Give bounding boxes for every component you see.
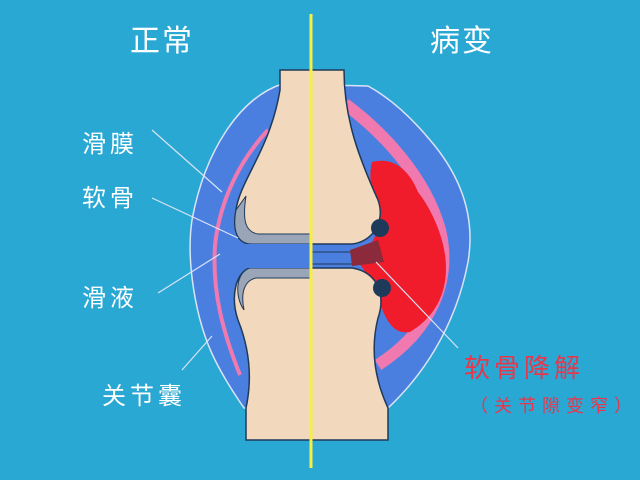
pathology-subtitle: （关节隙变窄） [470,396,638,417]
leader-pathology [375,261,459,349]
femur-bone [234,69,381,245]
osteophyte-upper [371,219,389,237]
heading-diseased: 病变 [430,24,494,59]
leader-cartilage [151,197,239,239]
osteophyte-lower [373,279,391,297]
leader-joint-capsule [181,335,213,371]
leader-synovial-fluid [157,253,221,294]
label-synovium: 滑膜 [82,130,138,158]
label-joint-capsule: 关节囊 [102,382,186,410]
synovium-right [341,99,450,371]
label-synovial-fluid: 滑液 [82,284,138,312]
cartilage-lower-normal [237,267,313,311]
label-cartilage: 软骨 [82,184,138,212]
pathology-title: 软骨降解 [464,354,585,384]
degraded-cartilage [350,240,384,266]
synovium-left [212,128,270,376]
heading-normal: 正常 [130,24,194,59]
leader-synovium [151,129,223,193]
joint-space-normal [240,244,312,268]
